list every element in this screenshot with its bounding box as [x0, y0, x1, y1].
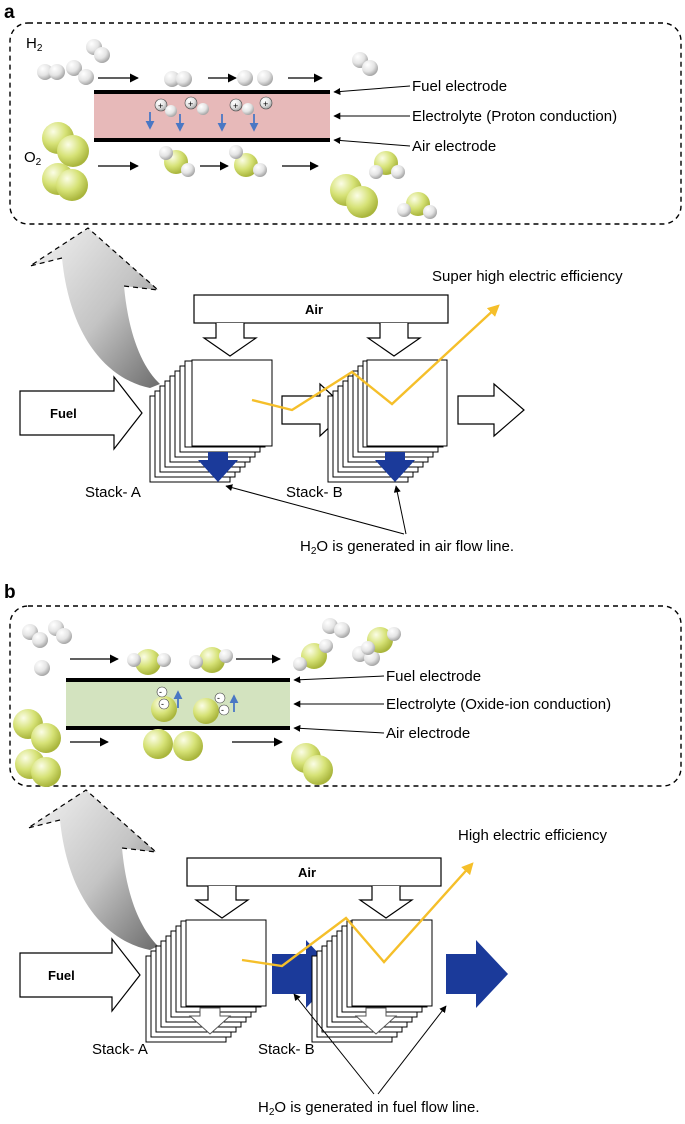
fuel-electrode-a	[94, 90, 330, 94]
svg-text:-: -	[221, 705, 224, 715]
air-header-b	[186, 857, 442, 887]
air-outlet-arrow-b2	[354, 1007, 398, 1035]
water-molecules-a	[159, 145, 437, 219]
air-inlet-arrow-b2	[358, 886, 414, 919]
air-electrode-b	[66, 726, 290, 730]
fuel-electrode-b	[66, 678, 290, 682]
fuel-electrode-label-b: Fuel electrode	[386, 668, 481, 685]
efficiency-label-b: High electric efficiency	[458, 827, 607, 844]
air-label-a: Air	[305, 302, 323, 317]
fuel-label-b: Fuel	[48, 968, 75, 983]
oxide-ions-b: - - - -	[151, 686, 230, 724]
air-label-b: Air	[298, 865, 316, 880]
panel-b-letter: b	[4, 582, 16, 603]
air-electrode-a	[94, 138, 330, 142]
oxygen-molecules-b	[13, 709, 333, 787]
air-electrode-label-a: Air electrode	[412, 138, 496, 155]
o2-label: O2	[24, 149, 42, 168]
proton-electrolyte	[94, 93, 330, 139]
electrode-callouts-a	[333, 85, 411, 147]
oxygen-molecules-a	[42, 122, 378, 218]
stack-a-label-b: Stack- A	[92, 1041, 148, 1058]
electrolyte-label-a: Electrolyte (Proton conduction)	[412, 108, 617, 125]
stack-b-label-a: Stack- B	[286, 484, 343, 501]
svg-text:+: +	[158, 101, 163, 111]
flow-arrows-a	[98, 73, 323, 171]
air-inlet-arrow-a2	[366, 323, 422, 357]
water-note-b: H2O is generated in fuel flow line.	[258, 1099, 480, 1118]
svg-text:-: -	[217, 693, 220, 703]
water-molecules-b	[127, 627, 401, 675]
air-inlet-arrow-a1	[202, 323, 258, 357]
fuel-electrode-label-a: Fuel electrode	[412, 78, 507, 95]
fuel-inlet-arrow-a	[19, 375, 143, 451]
air-electrode-label-b: Air electrode	[386, 725, 470, 742]
svg-text:+: +	[263, 99, 268, 109]
svg-text:+: +	[188, 99, 193, 109]
oxide-direction-arrows-b	[173, 690, 239, 712]
efficiency-line-b	[241, 862, 474, 968]
electrode-callouts-b	[293, 675, 385, 734]
svg-text:-: -	[161, 699, 164, 709]
zoom-arrow-outline-b	[27, 789, 158, 853]
stack-b-panel-b	[311, 919, 433, 1043]
hydrogen-molecules-b	[22, 618, 380, 676]
panel-a-letter: a	[4, 2, 15, 23]
zoom-curved-arrow-a	[30, 228, 160, 388]
water-outlet-arrow-b	[446, 940, 508, 1008]
h2-label: H2	[26, 35, 43, 54]
flow-arrows-b	[70, 654, 283, 747]
panel-a: a H2 O2	[4, 2, 682, 557]
zoom-curved-arrow-b	[28, 790, 158, 950]
hydrogen-molecules-a	[37, 39, 378, 87]
svg-text:+: +	[233, 101, 238, 111]
water-note-a: H2O is generated in air flow line.	[300, 538, 514, 557]
air-header-a	[193, 294, 449, 324]
protons-a: + + + +	[154, 96, 273, 117]
air-inlet-arrow-b1	[194, 886, 250, 919]
electrolyte-label-b: Electrolyte (Oxide-ion conduction)	[386, 696, 611, 713]
fuel-label-a: Fuel	[50, 406, 77, 421]
svg-text:-: -	[159, 687, 162, 697]
panel-b-cell-box	[9, 605, 682, 787]
water-outlet-arrow-a2	[375, 452, 415, 482]
zoom-arrow-outline-a	[29, 227, 160, 291]
proton-direction-arrows-a	[145, 112, 259, 132]
water-outlet-arrow-a1	[198, 452, 238, 482]
stack-a-label-a: Stack- A	[85, 484, 141, 501]
fuel-inlet-arrow-b	[19, 937, 141, 1013]
stack-a-panel-a	[149, 359, 273, 483]
panel-b: b	[4, 582, 682, 1118]
panel-a-cell-box	[9, 22, 682, 225]
efficiency-label-a: Super high electric efficiency	[432, 268, 623, 285]
air-outlet-arrow-b1	[188, 1007, 232, 1035]
efficiency-line-a	[251, 304, 500, 412]
stack-b-label-b: Stack- B	[258, 1041, 315, 1058]
water-callouts-b	[293, 993, 447, 1095]
fuel-outlet-arrow-a	[457, 382, 525, 438]
water-callouts-a	[225, 484, 407, 535]
